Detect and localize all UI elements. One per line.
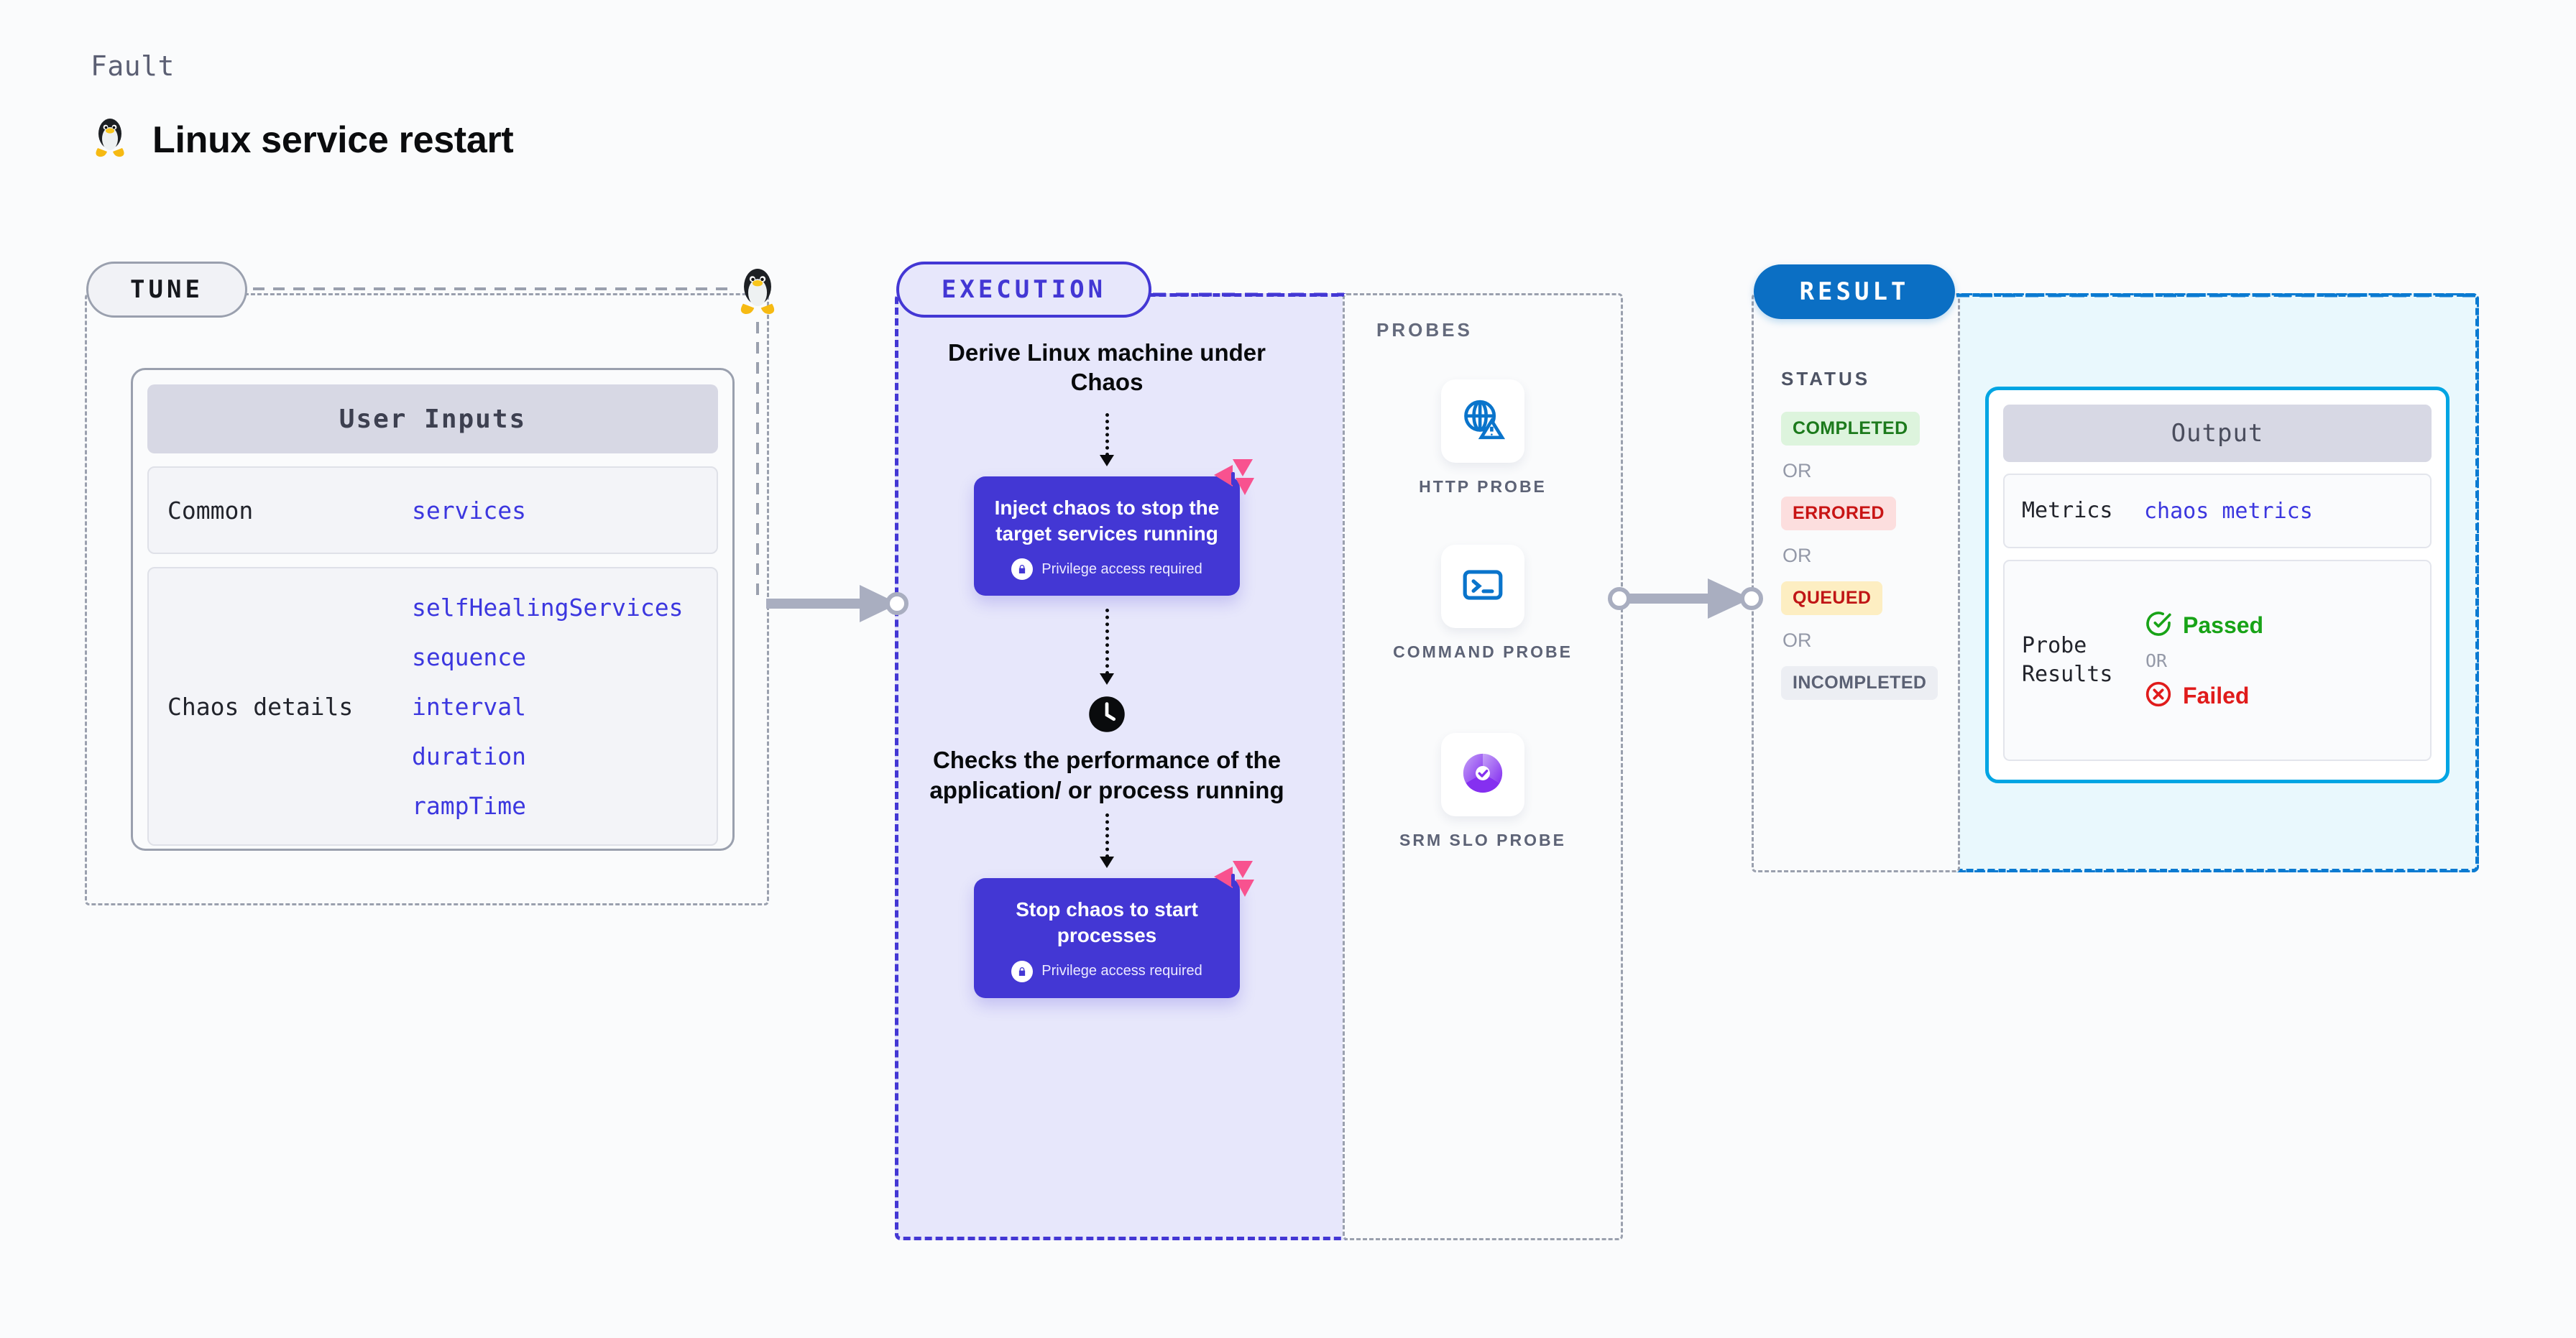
globe-warning-icon bbox=[1460, 397, 1506, 446]
page-title: Linux service restart bbox=[152, 119, 514, 161]
execution-badge[interactable]: EXECUTION bbox=[896, 262, 1151, 318]
harness-chaos-icon bbox=[1211, 859, 1256, 901]
probe-results-values: Passed OR Failed bbox=[2144, 609, 2263, 712]
page-title-row: Linux service restart bbox=[91, 115, 514, 165]
status-or-1: OR bbox=[1782, 460, 1812, 481]
clock-icon bbox=[1087, 695, 1126, 734]
output-metrics-value[interactable]: chaos metrics bbox=[2144, 498, 2313, 524]
probe-name: COMMAND PROBE bbox=[1393, 642, 1573, 661]
user-inputs-title: User Inputs bbox=[147, 384, 718, 453]
execution-step-derive: Derive Linux machine under Chaos bbox=[948, 339, 1266, 396]
lock-icon bbox=[1011, 960, 1034, 982]
execution-step-stop-card[interactable]: Stop chaos to start processes Privilege … bbox=[974, 860, 1254, 998]
output-card: Output Metrics chaos metrics Probe Resul… bbox=[1985, 387, 2450, 783]
probe-result-or: OR bbox=[2145, 650, 2168, 671]
tune-value-services[interactable]: services bbox=[412, 496, 526, 525]
output-row-probe-results: Probe Results Passed OR bbox=[2003, 560, 2432, 761]
execution-step-inject-title: Inject chaos to stop the target services… bbox=[994, 496, 1220, 545]
user-inputs-card: User Inputs Common services Chaos detail… bbox=[131, 368, 735, 851]
status-badge-errored: ERRORED bbox=[1781, 497, 1896, 530]
probe-result-failed-label: Failed bbox=[2183, 682, 2250, 709]
probe-tile bbox=[1441, 733, 1524, 816]
check-circle-icon bbox=[2144, 609, 2173, 642]
tune-row-common-values: services bbox=[412, 497, 526, 525]
probe-item-command[interactable]: COMMAND PROBE bbox=[1389, 545, 1576, 663]
flow-arrow-3 bbox=[1100, 813, 1114, 868]
flow-arrow-1 bbox=[1100, 412, 1114, 466]
tune-row-chaos-details: Chaos details selfHealingServices sequen… bbox=[147, 567, 718, 846]
execution-flow: Derive Linux machine under Chaos Inject … bbox=[927, 338, 1287, 998]
linux-penguin-connector-icon bbox=[735, 264, 781, 319]
tune-value-interval[interactable]: interval bbox=[412, 692, 526, 721]
status-badge-incompleted: INCOMPLETED bbox=[1781, 666, 1938, 700]
probes-section-label: PROBES bbox=[1376, 319, 1473, 341]
linux-penguin-icon bbox=[91, 115, 129, 165]
stop-privilege-note: Privilege access required bbox=[1011, 960, 1202, 982]
tune-row-chaos-details-values: selfHealingServices sequence interval du… bbox=[412, 594, 684, 820]
stop-privilege-text: Privilege access required bbox=[1041, 963, 1202, 979]
output-card-title: Output bbox=[2003, 405, 2432, 462]
probe-tile bbox=[1441, 379, 1524, 463]
flow-arrow-2 bbox=[1100, 609, 1114, 686]
x-circle-icon bbox=[2144, 680, 2173, 712]
probe-name: SRM SLO PROBE bbox=[1399, 831, 1566, 849]
tune-value-ramptime[interactable]: rampTime bbox=[412, 791, 526, 820]
probe-name: HTTP PROBE bbox=[1419, 477, 1547, 496]
tune-row-common: Common services bbox=[147, 466, 718, 554]
status-column-title: STATUS bbox=[1781, 368, 1871, 389]
tune-value-duration[interactable]: duration bbox=[412, 742, 526, 770]
status-badge-completed: COMPLETED bbox=[1781, 412, 1920, 446]
output-metrics-label: Metrics bbox=[2022, 497, 2113, 523]
execution-step-inject-card[interactable]: Inject chaos to stop the target services… bbox=[974, 458, 1254, 596]
status-or-2: OR bbox=[1782, 545, 1812, 566]
result-badge[interactable]: RESULT bbox=[1754, 264, 1955, 319]
probe-item-http[interactable]: HTTP PROBE bbox=[1389, 379, 1576, 498]
tune-row-chaos-details-label: Chaos details bbox=[167, 692, 354, 721]
execution-step-stop-title: Stop chaos to start processes bbox=[1016, 898, 1198, 947]
tune-value-sequence[interactable]: sequence bbox=[412, 642, 526, 671]
output-row-metrics: Metrics chaos metrics bbox=[2003, 474, 2432, 548]
probe-result-passed: Passed bbox=[2144, 609, 2263, 642]
lock-icon bbox=[1011, 558, 1034, 581]
probe-result-passed-label: Passed bbox=[2183, 612, 2264, 638]
probe-result-failed: Failed bbox=[2144, 680, 2263, 712]
harness-chaos-icon bbox=[1211, 458, 1256, 499]
execution-step-check: Checks the performance of the applicatio… bbox=[929, 747, 1284, 803]
tune-row-common-label: Common bbox=[167, 496, 254, 525]
tune-badge[interactable]: TUNE bbox=[86, 262, 247, 318]
tune-value-selfhealingservices[interactable]: selfHealingServices bbox=[412, 593, 684, 622]
page-kicker: Fault bbox=[91, 50, 175, 82]
status-or-3: OR bbox=[1782, 629, 1812, 651]
terminal-icon bbox=[1460, 563, 1505, 611]
inject-privilege-text: Privilege access required bbox=[1041, 560, 1202, 577]
status-badge-queued: QUEUED bbox=[1781, 581, 1883, 615]
output-probe-results-label: Probe Results bbox=[2022, 632, 2113, 688]
inject-privilege-note: Privilege access required bbox=[1011, 558, 1202, 581]
probe-tile bbox=[1441, 545, 1524, 628]
slo-donut-check-icon bbox=[1460, 751, 1505, 799]
probe-item-srm-slo[interactable]: SRM SLO PROBE bbox=[1389, 733, 1576, 852]
status-column: STATUS COMPLETED OR ERRORED OR QUEUED OR… bbox=[1781, 368, 1946, 700]
